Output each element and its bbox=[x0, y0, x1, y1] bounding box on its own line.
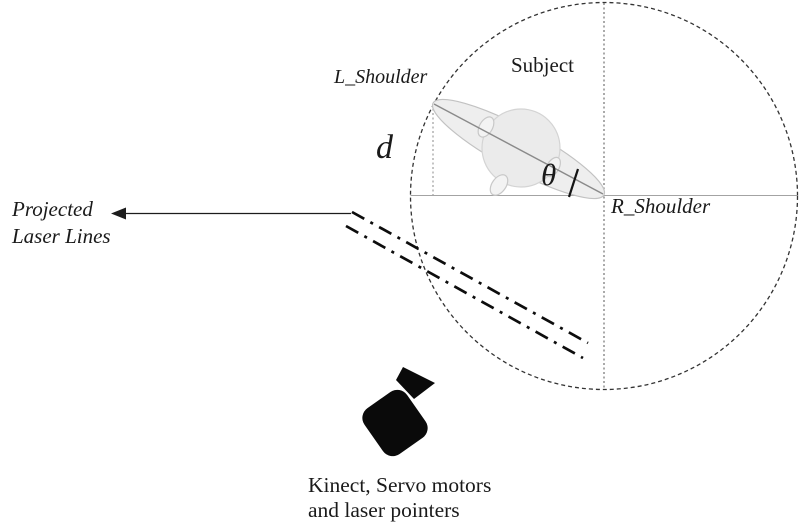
label-projected-laser-lines: Projected Laser Lines bbox=[12, 196, 111, 250]
label-projected-line1: Projected bbox=[12, 197, 93, 221]
subject-head bbox=[481, 108, 561, 188]
label-kinect-line1: Kinect, Servo motors bbox=[308, 473, 492, 497]
angle-tick bbox=[567, 168, 580, 198]
subject-nose-icon bbox=[489, 174, 509, 196]
label-distance-d: d bbox=[376, 129, 393, 166]
label-subject: Subject bbox=[511, 53, 574, 77]
subject-ear-left-icon bbox=[477, 116, 495, 138]
label-angle-theta: θ bbox=[541, 157, 557, 192]
label-kinect-line2: and laser pointers bbox=[308, 498, 460, 522]
label-r-shoulder: R_Shoulder bbox=[611, 194, 711, 218]
label-kinect-caption: Kinect, Servo motors and laser pointers bbox=[308, 473, 491, 523]
label-projected-line2: Laser Lines bbox=[12, 224, 111, 248]
laser-line-2 bbox=[345, 224, 584, 360]
kinect-camera-icon bbox=[362, 367, 435, 457]
laser-line-1 bbox=[351, 210, 589, 345]
left-arrow-icon bbox=[111, 207, 351, 220]
label-l-shoulder: L_Shoulder bbox=[334, 66, 428, 88]
